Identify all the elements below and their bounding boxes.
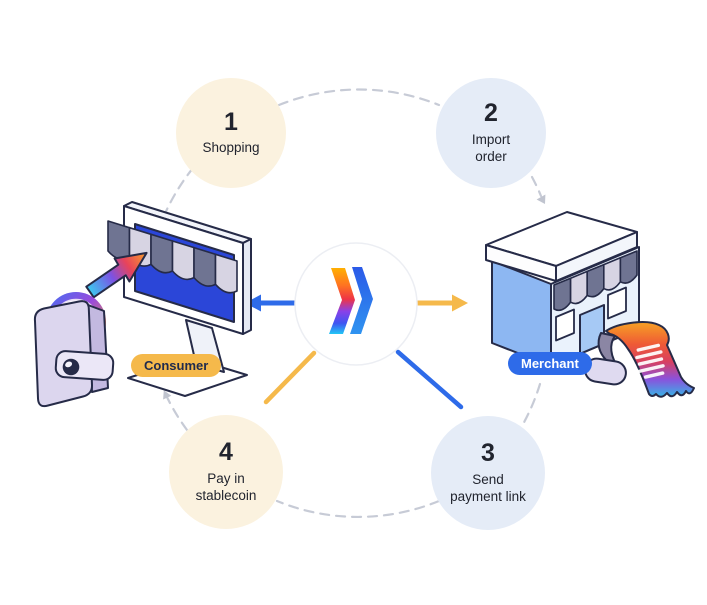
receipt-paper [605, 321, 695, 398]
step-circle-pay-in-stablecoin: 4 Pay in stablecoin [169, 415, 283, 529]
gradient-cursor-arrow-icon [85, 251, 148, 299]
step-circle-import-order: 2 Import order [436, 78, 546, 188]
step-number: 2 [484, 99, 498, 128]
step-circle-shopping: 1 Shopping [176, 78, 286, 188]
logo-chevron-blue-icon [350, 267, 373, 334]
step-number: 1 [224, 107, 238, 136]
logo-circle [294, 242, 418, 366]
wallet-clasp [62, 358, 80, 376]
logo-chevron-gradient-icon [329, 268, 355, 334]
arc-step2-to-merchant [530, 175, 543, 198]
store-window-right [607, 286, 627, 320]
arc-merchant-to-step3 [520, 382, 542, 428]
arrow-to-consumer-head [245, 294, 261, 312]
store-fascia-right [555, 231, 638, 282]
step-label: Shopping [202, 140, 260, 156]
step-label: Send payment link [450, 471, 526, 505]
step-circle-send-payment-link: 3 Send payment link [431, 416, 545, 530]
receipt-text-lines [635, 343, 665, 379]
store-window-left [555, 308, 575, 342]
line-to-step3 [395, 349, 464, 410]
arrowhead-to-merchant-icon [536, 194, 546, 204]
arrowhead-to-consumer-icon [163, 390, 172, 400]
hub-connectors [245, 294, 468, 410]
arc-step4-to-consumer [163, 391, 189, 432]
monitor-side-depth [242, 238, 252, 335]
step-number: 3 [481, 439, 495, 468]
consumer-monitor-illustration [107, 201, 252, 397]
consumer-badge: Consumer [131, 354, 222, 377]
merchant-receipt-illustration [584, 321, 695, 398]
consumer-wallet-illustration: $ [33, 292, 115, 408]
step-label: Pay in stablecoin [195, 470, 257, 504]
step-number: 4 [219, 438, 233, 467]
merchant-store-illustration [485, 211, 640, 367]
dashed-arrowheads [163, 194, 546, 400]
center-logo [294, 242, 418, 366]
arc-step3-to-step4 [275, 499, 441, 519]
merchant-badge: Merchant [508, 352, 592, 375]
line-to-step4 [263, 350, 317, 405]
wallet-clasp-highlight [65, 361, 73, 368]
store-awning [553, 250, 638, 312]
step-label: Import order [471, 131, 511, 165]
arrow-to-merchant-head [452, 294, 468, 312]
arc-step1-to-step2 [277, 88, 441, 107]
